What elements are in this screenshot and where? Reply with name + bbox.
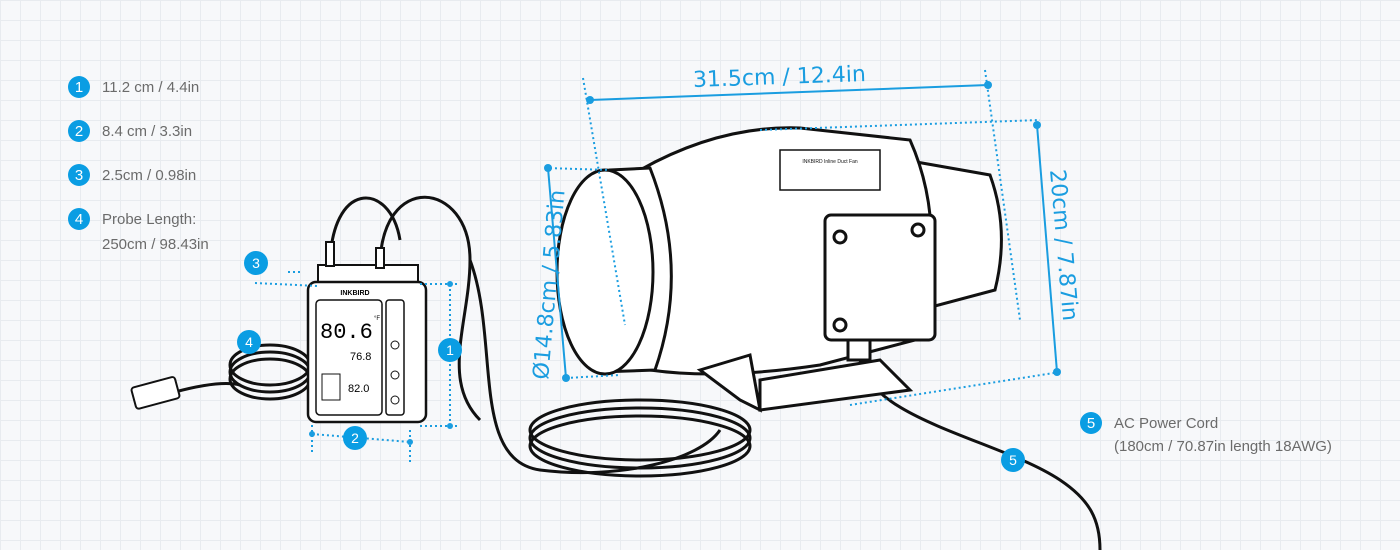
badge-1: 1 bbox=[68, 76, 90, 98]
svg-text:2: 2 bbox=[351, 430, 359, 446]
badge-2-marker: 2 bbox=[343, 426, 367, 450]
legend-text: 2.5cm / 0.98in bbox=[102, 166, 197, 184]
power-cord-detail: (180cm / 70.87in length 18AWG) bbox=[1114, 438, 1332, 455]
badge-4-marker: 4 bbox=[237, 330, 261, 354]
controller-third-temp: 82.0 bbox=[348, 383, 369, 395]
settings-button-icon bbox=[390, 370, 400, 380]
badge-2: 2 bbox=[68, 120, 90, 142]
legend-item-4: 4 Probe Length: bbox=[68, 206, 209, 232]
badge-1-marker: 1 bbox=[438, 338, 462, 362]
power-cord-info: 5 AC Power Cord (180cm / 70.87in length 1… bbox=[1080, 410, 1332, 455]
dimension-endpoints bbox=[309, 81, 1061, 445]
badge-3: 3 bbox=[68, 164, 90, 186]
svg-text:4: 4 bbox=[245, 334, 253, 350]
probe-sensor bbox=[130, 376, 181, 410]
legend-text: Probe Length: bbox=[102, 210, 197, 228]
badge-5: 5 bbox=[1080, 412, 1102, 434]
svg-text:1: 1 bbox=[446, 342, 454, 358]
fan-dimension-lines bbox=[544, 69, 1061, 406]
probe-length-value: 250cm / 98.43in bbox=[102, 236, 209, 253]
badge-3-marker: 3 bbox=[244, 251, 268, 275]
controller-main-temp: 80.6 bbox=[320, 320, 373, 345]
controller-device: INKBIRD 80.6 °F 76.8 82.0 bbox=[306, 241, 428, 424]
dimension-legend: 1 11.2 cm / 4.4in 2 8.4 cm / 3.3in 3 2.5cm … bbox=[68, 74, 209, 253]
fan-height-label: 20cm / 7.87in bbox=[1044, 168, 1082, 322]
legend-item-1: 1 11.2 cm / 4.4in bbox=[68, 74, 209, 100]
legend-text: 11.2 cm / 4.4in bbox=[102, 78, 200, 96]
legend-text: 8.4 cm / 3.3in bbox=[102, 122, 193, 140]
power-cord-title: AC Power Cord bbox=[1114, 414, 1219, 432]
svg-text:3: 3 bbox=[252, 255, 260, 271]
badge-4: 4 bbox=[68, 208, 90, 230]
fan-label: INKBIRD Inline Duct Fan bbox=[802, 159, 858, 165]
badge-5-marker: 5 bbox=[1001, 448, 1025, 472]
legend-item-3: 3 2.5cm / 0.98in bbox=[68, 162, 209, 188]
fan-length-label: 31.5cm / 12.4in bbox=[693, 62, 867, 93]
controller-second-temp: 76.8 bbox=[350, 351, 371, 363]
inline-duct-fan: INKBIRD Inline Duct Fan bbox=[555, 126, 1003, 413]
legend-item-2: 2 8.4 cm / 3.3in bbox=[68, 118, 209, 144]
controller-unit: °F bbox=[374, 316, 380, 322]
up-button-icon bbox=[390, 340, 400, 350]
svg-text:5: 5 bbox=[1009, 452, 1017, 468]
controller-brand: INKBIRD bbox=[340, 290, 369, 297]
power-cord bbox=[528, 359, 1102, 550]
down-button-icon bbox=[390, 395, 400, 405]
